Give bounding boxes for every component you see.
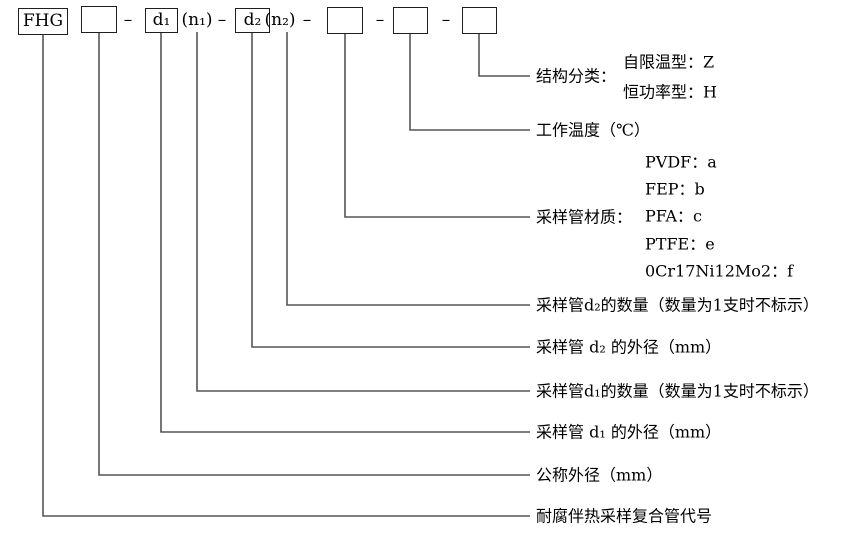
separator-dash-1: –: [123, 9, 133, 30]
code-box-structure: [462, 7, 497, 34]
label-d1-outer-diameter: 采样管 d₁ 的外径（mm）: [536, 422, 722, 442]
label-d2-count: 采样管d₂的数量（数量为1支时不标示）: [536, 295, 819, 315]
label-product-code: 耐腐伴热采样复合管代号: [536, 506, 713, 526]
label-working-temperature: 工作温度（℃）: [536, 120, 650, 140]
code-annotation-n1: (n₁): [181, 10, 213, 30]
structure-option-constant-power: 恒功率型：H: [623, 82, 717, 102]
label-structure-class: 结构分类：: [536, 66, 617, 86]
code-box-temperature: [393, 7, 428, 34]
structure-option-self-limiting: 自限温型：Z: [623, 52, 715, 72]
separator-dash-4: –: [375, 9, 385, 30]
code-box-material: [327, 7, 363, 34]
label-tube-material: 采样管材质：: [536, 207, 633, 227]
material-option-pfa: PFA：c: [645, 206, 702, 226]
material-option-pvdf: PVDF：a: [645, 152, 717, 172]
separator-dash-5: –: [441, 9, 451, 30]
code-box-nominal-od: [81, 6, 117, 33]
code-annotation-n2: (n₂): [264, 10, 296, 30]
code-box-d2: d₂: [235, 8, 270, 33]
code-box-prefix: FHG: [18, 8, 68, 35]
separator-dash-2: –: [217, 9, 227, 30]
label-d2-outer-diameter: 采样管 d₂ 的外径（mm）: [536, 337, 722, 357]
label-nominal-outer-diameter: 公称外径（mm）: [536, 465, 663, 485]
label-d1-count: 采样管d₁的数量（数量为1支时不标示）: [536, 381, 819, 401]
separator-dash-3: –: [302, 9, 312, 30]
material-option-fep: FEP：b: [645, 179, 705, 199]
material-option-0cr17ni12mo2: 0Cr17Ni12Mo2：f: [645, 261, 794, 281]
code-box-d1: d₁: [145, 8, 178, 33]
material-option-ptfe: PTFE：e: [645, 234, 715, 254]
